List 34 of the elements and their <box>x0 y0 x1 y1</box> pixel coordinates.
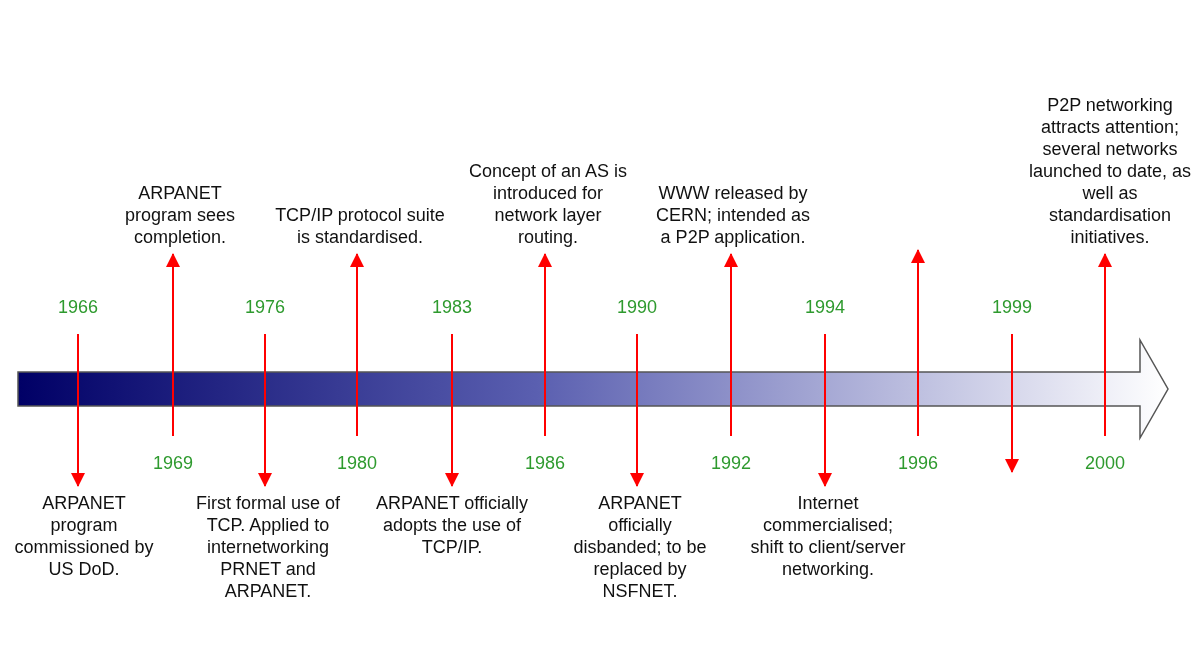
arrow <box>724 253 738 437</box>
year-label: 1980 <box>322 452 392 474</box>
year-label: 1999 <box>977 296 1047 318</box>
arrow <box>445 333 459 487</box>
arrow <box>166 253 180 437</box>
arrow <box>258 333 272 487</box>
year-label: 1996 <box>883 452 953 474</box>
arrow <box>818 333 832 487</box>
arrow <box>538 253 552 437</box>
event-description: ARPANET program sees completion. <box>115 182 245 248</box>
year-label: 1983 <box>417 296 487 318</box>
event-description: Concept of an AS is introduced for network layer routing. <box>463 160 633 248</box>
event-description: TCP/IP protocol suite is standardised. <box>275 204 445 248</box>
year-label: 1992 <box>696 452 766 474</box>
event-description: ARPANET program commissioned by US DoD. <box>14 492 154 580</box>
event-description: ARPANET officially adopts the use of TCP/IP. <box>372 492 532 558</box>
event-description: P2P networking attracts attention; several networks launched to date, as well as standardisation initiatives. <box>1022 94 1198 248</box>
arrow <box>1005 333 1019 473</box>
arrow <box>71 333 85 487</box>
year-label: 1990 <box>602 296 672 318</box>
event-description: WWW released by CERN; intended as a P2P application. <box>653 182 813 248</box>
arrow <box>630 333 644 487</box>
event-description: First formal use of TCP. Applied to internetworking PRNET and ARPANET. <box>188 492 348 602</box>
year-label: 1976 <box>230 296 300 318</box>
year-label: 2000 <box>1070 452 1140 474</box>
arrow <box>1098 253 1112 437</box>
event-description: ARPANET officially disbanded; to be replaced by NSFNET. <box>570 492 710 602</box>
year-label: 1969 <box>138 452 208 474</box>
year-label: 1994 <box>790 296 860 318</box>
year-label: 1986 <box>510 452 580 474</box>
arrow <box>911 249 925 437</box>
arrow <box>350 253 364 437</box>
year-label: 1966 <box>43 296 113 318</box>
event-description: Internet commercialised; shift to client/server networking. <box>748 492 908 580</box>
